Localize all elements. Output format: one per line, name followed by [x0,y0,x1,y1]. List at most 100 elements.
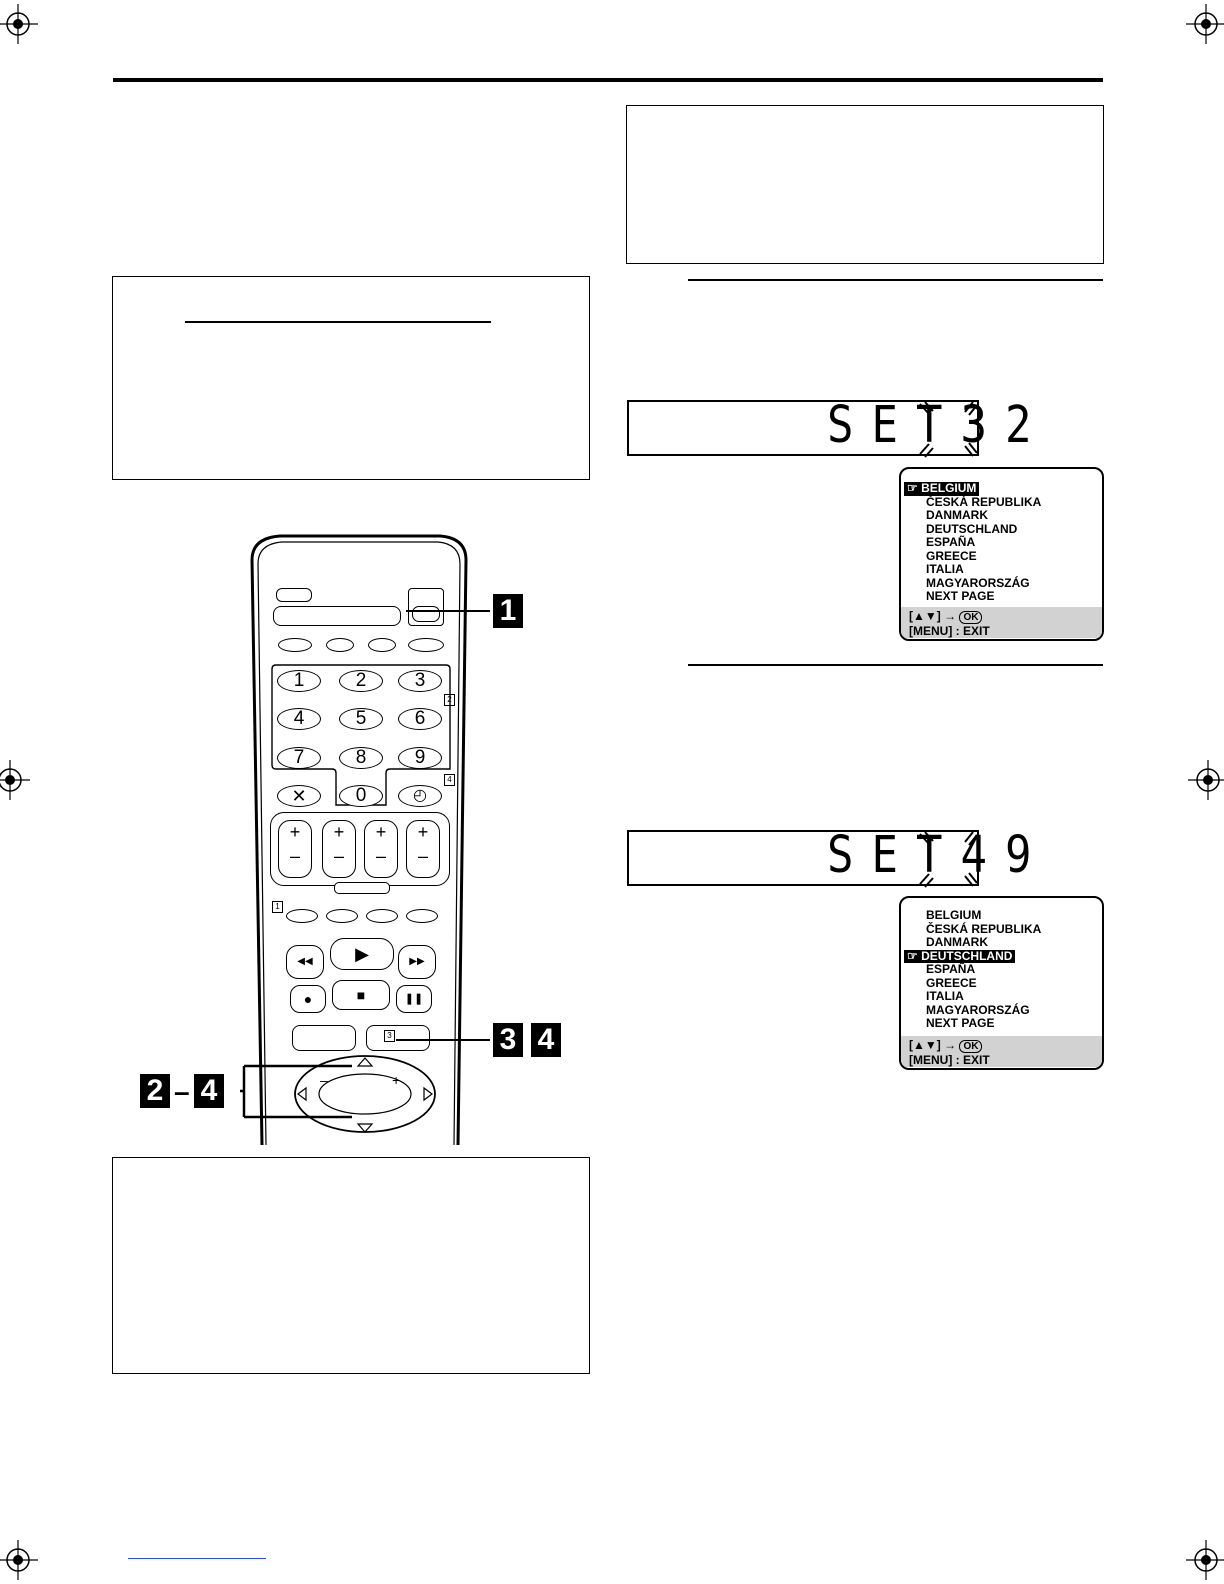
rocker-minus: – [289,846,300,866]
function-button-a[interactable] [278,638,312,652]
section-rule-2 [688,664,1103,666]
function-button-c[interactable] [368,638,396,652]
country-option[interactable]: ESPAÑA [904,962,1102,977]
record-icon: ● [303,991,313,1007]
cancel-button[interactable]: ✕ [277,785,321,807]
country-option[interactable]: MAGYARORSZÁG [904,575,1102,591]
number-button-7[interactable]: 7 [277,747,321,769]
footer-exit-hint: [MENU] : EXIT [909,624,990,638]
registration-mark-top-right [1186,4,1224,44]
country-list: BELGIUM ČESKÁ REPUBLIKA DANMARK ☞ DEUTSC… [901,898,1102,1031]
section-rule-1 [688,279,1103,281]
next-page-option[interactable]: NEXT PAGE [904,1016,1102,1031]
rocker-c[interactable]: + – [364,820,398,878]
colour-button-d[interactable] [406,909,438,923]
number-button-1[interactable]: 1 [277,670,321,692]
stop-button[interactable]: ■ [332,980,390,1010]
rocker-d[interactable]: + – [406,820,440,878]
rocker-plus: + [375,822,387,842]
navigation-ring[interactable] [292,1052,438,1136]
rocker-plus: + [289,822,301,842]
function-button-d[interactable] [408,638,444,652]
play-button[interactable]: ▶ [330,938,394,970]
country-label: ČESKÁ REPUBLIKA [926,494,1042,509]
number-button-9[interactable]: 9 [398,747,442,769]
country-option[interactable]: GREECE [904,976,1102,991]
power-button[interactable] [276,588,312,602]
step-2-callout: 2 [140,1074,170,1108]
next-page-option[interactable]: NEXT PAGE [904,589,1102,604]
rocker-plus: + [417,822,429,842]
rewind-button[interactable]: ◀◀ [286,945,324,979]
next-page-label: NEXT PAGE [926,1016,995,1030]
colour-button-c[interactable] [366,909,398,923]
country-option[interactable]: BELGIUM [904,908,1102,923]
pause-icon: ❚❚ [404,993,424,1005]
rocker-minus: – [417,846,428,866]
ok-button[interactable] [366,1025,430,1051]
record-button[interactable]: ● [290,985,326,1013]
rocker-b[interactable]: + – [322,820,356,878]
left-wide-button[interactable] [292,1025,356,1051]
number-button-3[interactable]: 3 [398,670,442,692]
next-page-label: NEXT PAGE [926,589,995,603]
country-option[interactable]: DEUTSCHLAND [904,521,1102,537]
country-label: MAGYARORSZÁG [926,575,1030,590]
country-label: DANMARK [926,935,988,949]
number-button-5[interactable]: 5 [339,708,383,730]
country-label: DANMARK [926,508,988,522]
ok-icon: OK [959,1040,983,1053]
nav-plus-label: + [392,1072,401,1088]
country-label: ☞ BELGIUM [904,481,980,496]
number-button-0[interactable]: 0 [339,785,383,807]
vcr-display-set49: SET49 [627,826,1031,886]
rocker-a[interactable]: + – [278,820,312,878]
step-tag-1: 1 [272,901,283,913]
tv-vcr-bar[interactable] [273,606,401,626]
colour-button-a[interactable] [286,909,318,923]
country-label: ESPAÑA [926,535,976,549]
country-option[interactable]: ČESKÁ REPUBLIKA [904,922,1102,937]
country-option[interactable]: ČESKÁ REPUBLIKA [904,494,1102,510]
step-3-callout: 3 [493,1023,523,1057]
blink-marks-top [919,401,978,458]
fast-forward-button[interactable]: ▶▶ [398,945,436,979]
rocker-minus: – [375,846,386,866]
number-button-4[interactable]: 4 [277,708,321,730]
header-rule [113,78,1103,82]
country-option[interactable]: ITALIA [904,562,1102,577]
country-menu-screen-1: ☞ BELGIUM ČESKÁ REPUBLIKA DANMARK DEUTSC… [899,467,1104,641]
country-option[interactable]: MAGYARORSZÁG [904,1002,1102,1018]
country-option[interactable]: ☞ BELGIUM [904,481,1102,496]
timer-button[interactable]: ◴ [398,785,442,807]
center-slot[interactable] [334,882,390,894]
number-button-8[interactable]: 8 [339,747,383,769]
step-4-callout: 4 [531,1023,561,1057]
pause-button[interactable]: ❚❚ [396,985,432,1013]
colour-button-b[interactable] [326,909,358,923]
registration-mark-bottom-right [1186,1540,1224,1580]
rewind-icon: ◀◀ [297,956,313,967]
number-button-2[interactable]: 2 [339,670,383,692]
country-option[interactable]: DANMARK [904,935,1102,950]
remote-control: 1 2 3 4 5 6 7 8 9 ✕ 0 ◴ 2 4 1 + – + – + … [240,530,480,1145]
country-label: ☞ DEUTSCHLAND [904,949,1016,963]
step-tag-3: 3 [384,1030,395,1042]
country-option[interactable]: ITALIA [904,989,1102,1004]
left-info-box [112,276,590,480]
country-label: MAGYARORSZÁG [926,1002,1030,1017]
country-option[interactable]: GREECE [904,549,1102,564]
step-1-callout: 1 [493,594,523,628]
step-tag-4: 4 [444,774,455,786]
footer-exit-hint: [MENU] : EXIT [909,1053,990,1067]
country-label: DEUTSCHLAND [926,521,1018,536]
registration-mark-mid-right [1188,760,1224,800]
ok-icon: OK [959,611,983,624]
function-button-b[interactable] [326,638,354,652]
country-option[interactable]: DANMARK [904,508,1102,523]
country-menu-screen-2: BELGIUM ČESKÁ REPUBLIKA DANMARK ☞ DEUTSC… [899,896,1104,1070]
number-button-6[interactable]: 6 [398,708,442,730]
country-option[interactable]: ESPAÑA [904,535,1102,550]
left-bottom-box [112,1157,590,1374]
country-option[interactable]: ☞ DEUTSCHLAND [904,949,1102,963]
